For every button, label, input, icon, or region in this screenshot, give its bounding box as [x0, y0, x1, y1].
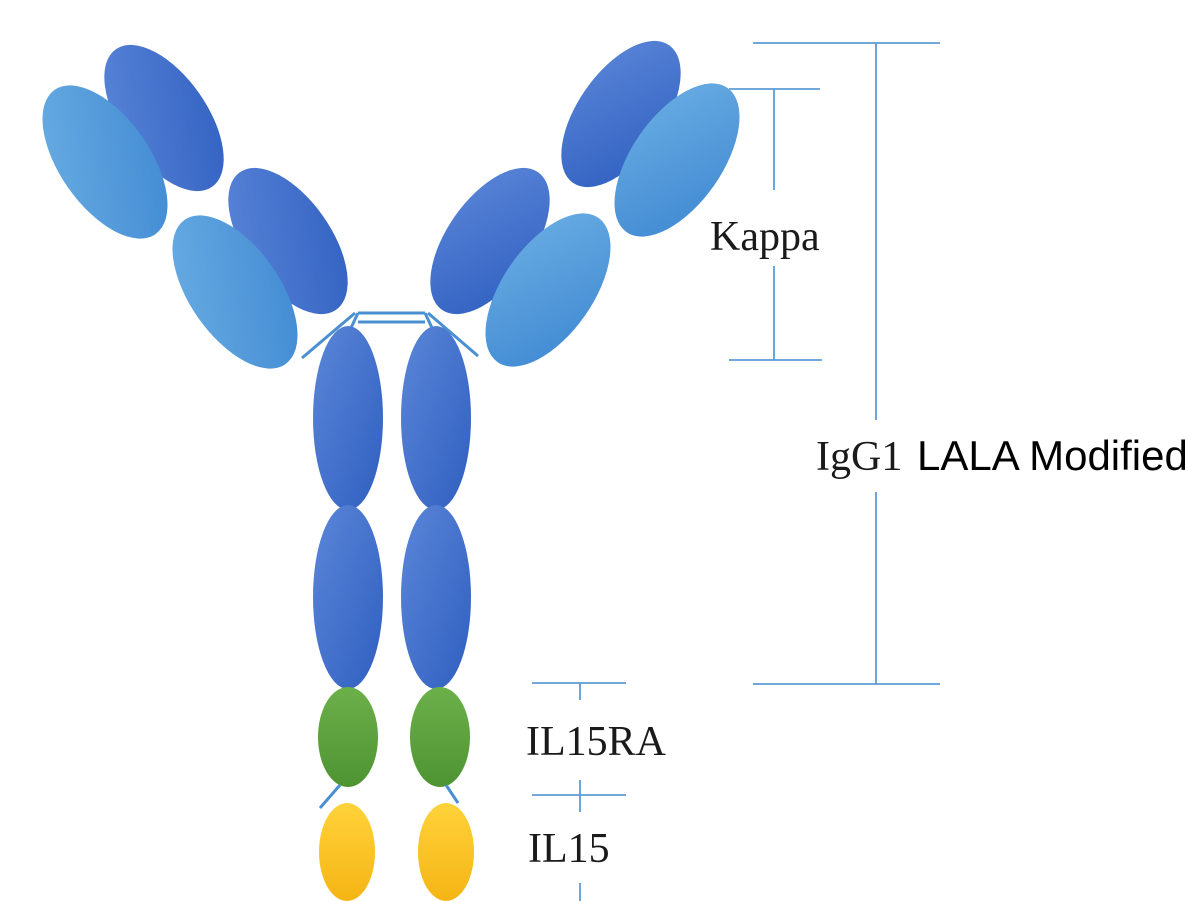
il15ra-label: IL15RA — [526, 719, 667, 765]
il15-left — [319, 803, 375, 901]
heavy-left-ch2 — [313, 326, 383, 510]
il15ra-left — [318, 687, 378, 787]
heavy-right-ch3 — [401, 505, 471, 689]
lala-modified-label: LALA Modified — [917, 432, 1185, 479]
kappa-label: Kappa — [710, 214, 820, 260]
il15-label: IL15 — [528, 826, 610, 872]
il15-right — [418, 803, 474, 901]
heavy-left-ch3 — [313, 505, 383, 689]
heavy-right-ch2 — [401, 326, 471, 510]
igg1-label: IgG1 — [816, 434, 902, 480]
il15ra-right — [410, 687, 470, 787]
igg1-bracket — [753, 43, 940, 684]
